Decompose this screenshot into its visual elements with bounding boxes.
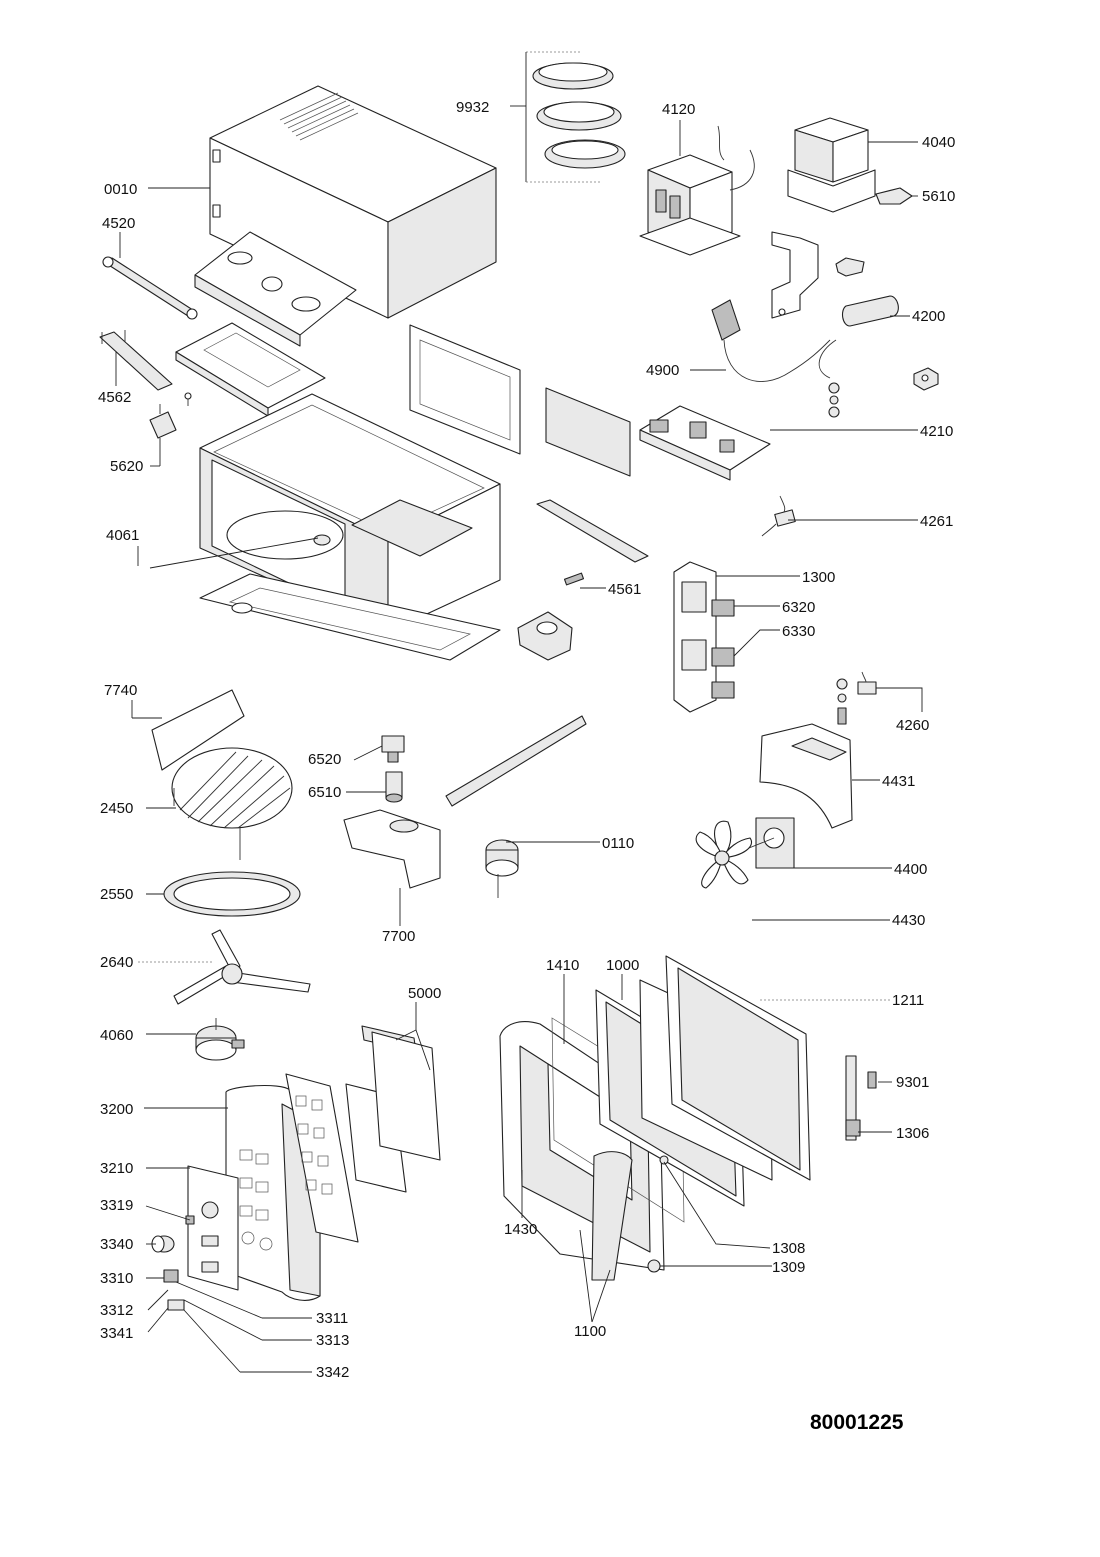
label-3340: 3340 xyxy=(100,1236,133,1253)
fan-blade-icon xyxy=(695,820,752,889)
label-6330: 6330 xyxy=(782,623,815,640)
label-0010: 0010 xyxy=(104,181,137,198)
label-1100: 1100 xyxy=(574,1323,606,1340)
waveguide-bracket-icon xyxy=(194,231,357,347)
side-bracket-icon xyxy=(99,330,173,391)
magnetron-icon xyxy=(639,125,755,256)
label-3312: 3312 xyxy=(100,1302,133,1319)
lamp-socket-icon xyxy=(381,735,405,803)
turntable-ring-icon xyxy=(163,871,301,917)
label-3319: 3319 xyxy=(100,1197,133,1214)
label-3341: 3341 xyxy=(100,1325,133,1342)
label-1211: 1211 xyxy=(892,992,924,1009)
label-4061: 4061 xyxy=(106,527,139,544)
diode-icon xyxy=(875,187,913,205)
oven-cavity-icon xyxy=(199,393,501,661)
label-4520: 4520 xyxy=(102,215,135,232)
label-6510: 6510 xyxy=(308,784,341,801)
label-4900: 4900 xyxy=(646,362,679,379)
label-5000: 5000 xyxy=(408,985,441,1002)
label-9301: 9301 xyxy=(896,1074,929,1091)
label-4210: 4210 xyxy=(920,423,953,440)
power-cord-icon xyxy=(711,299,837,382)
control-board-icon xyxy=(345,1025,441,1193)
label-4562: 4562 xyxy=(98,389,131,406)
label-5620: 5620 xyxy=(110,458,143,475)
turntable-support-icon xyxy=(173,929,311,1005)
mica-strip-icon xyxy=(536,499,649,586)
label-5610: 5610 xyxy=(922,188,955,205)
label-4431: 4431 xyxy=(882,773,915,790)
label-0110: 0110 xyxy=(602,835,634,852)
label-9932: 9932 xyxy=(456,99,489,116)
label-7740: 7740 xyxy=(104,682,137,699)
label-1308: 1308 xyxy=(772,1240,805,1257)
label-4400: 4400 xyxy=(894,861,927,878)
control-knob-icon xyxy=(151,1235,175,1253)
door-hook-icon xyxy=(647,1155,669,1273)
circuit-board-icon xyxy=(639,405,771,481)
label-4430: 4430 xyxy=(892,912,925,929)
heater-tube-icon xyxy=(102,256,198,320)
interlock-frame-icon xyxy=(673,561,735,713)
thermal-fuse-icon xyxy=(836,671,877,725)
label-4060: 4060 xyxy=(100,1027,133,1044)
turntable-glass-trays-icon xyxy=(532,62,626,169)
thermal-cutout-icon xyxy=(761,495,796,537)
keypad-frame-icon xyxy=(285,1073,359,1243)
label-3342: 3342 xyxy=(316,1364,349,1381)
label-6520: 6520 xyxy=(308,751,341,768)
fuse-icon xyxy=(913,367,939,391)
stirrer-motor-icon xyxy=(485,839,519,898)
label-7700: 7700 xyxy=(382,928,415,945)
label-4040: 4040 xyxy=(922,134,955,151)
label-1430: 1430 xyxy=(504,1221,537,1238)
label-4261: 4261 xyxy=(920,513,953,530)
label-1000: 1000 xyxy=(606,957,639,974)
capacitor-icon xyxy=(841,295,899,327)
turntable-motor-icon xyxy=(195,1018,245,1061)
cavity-side-wall-icon xyxy=(409,324,631,477)
door-latch-icon xyxy=(845,1055,877,1141)
label-1309: 1309 xyxy=(772,1259,805,1276)
label-3210: 3210 xyxy=(100,1160,133,1177)
fan-shroud-icon xyxy=(759,723,853,829)
label-1300: 1300 xyxy=(802,569,835,586)
label-1410: 1410 xyxy=(546,957,579,974)
label-3311: 3311 xyxy=(316,1310,348,1327)
cavity-top-plate-icon xyxy=(175,322,326,417)
document-number: 80001225 xyxy=(810,1411,904,1434)
transformer-icon xyxy=(787,117,876,213)
hinge-rail-icon xyxy=(445,715,587,807)
label-4260: 4260 xyxy=(896,717,929,734)
label-1306: 1306 xyxy=(896,1125,929,1142)
capacitor-bracket-icon xyxy=(771,231,865,319)
duct-bracket-icon xyxy=(517,611,573,661)
label-6320: 6320 xyxy=(782,599,815,616)
thermostat-icon xyxy=(149,392,192,439)
grill-rack-icon xyxy=(171,747,293,860)
door-assembly-icon xyxy=(499,955,811,1281)
label-2640: 2640 xyxy=(100,954,133,971)
label-2450: 2450 xyxy=(100,800,133,817)
label-4200: 4200 xyxy=(912,308,945,325)
label-4561: 4561 xyxy=(608,581,641,598)
label-4120: 4120 xyxy=(662,101,695,118)
outer-cabinet-icon xyxy=(209,85,497,319)
lamp-bracket-icon xyxy=(343,809,441,889)
label-3313: 3313 xyxy=(316,1332,349,1349)
label-3310: 3310 xyxy=(100,1270,133,1287)
leader-lines xyxy=(115,51,923,1373)
part-labels: 0010 9932 4120 4040 5610 4520 4200 4900 … xyxy=(98,99,955,1381)
label-3200: 3200 xyxy=(100,1101,133,1118)
fan-motor-icon xyxy=(743,817,795,869)
light-cover-icon xyxy=(151,689,245,771)
grounding-screw-icon xyxy=(828,382,840,418)
label-2550: 2550 xyxy=(100,886,133,903)
